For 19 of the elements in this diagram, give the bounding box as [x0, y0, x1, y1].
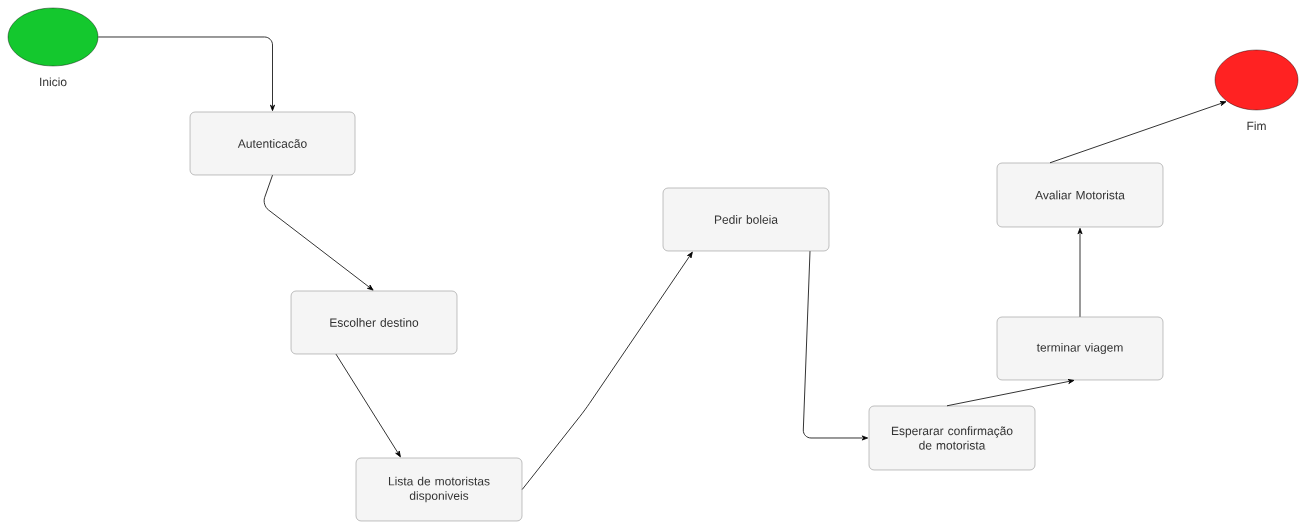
arrow [802, 250, 869, 441]
process-box: Esperarar confirmação de motorista [868, 405, 1036, 471]
process-box: Pedir boleia [662, 187, 830, 252]
terminal-ellipse [1214, 49, 1299, 111]
node-caption: Fim [1247, 121, 1266, 131]
process-box: Lista de motoristas disponiveis [355, 457, 523, 522]
arrow [1049, 101, 1227, 164]
arrow [521, 251, 693, 490]
terminal-ellipse [7, 7, 99, 67]
arrow [1077, 227, 1083, 318]
process-box: Escolher destino [290, 290, 458, 355]
arrow [97, 36, 275, 112]
process-box: terminar viagem [996, 316, 1164, 381]
arrow [946, 379, 1075, 407]
arrow [335, 353, 401, 458]
process-box: Autenticacão [189, 111, 356, 176]
arrow [263, 174, 374, 291]
process-box: Avaliar Motorista [996, 162, 1164, 228]
node-caption: Inicio [40, 77, 67, 87]
